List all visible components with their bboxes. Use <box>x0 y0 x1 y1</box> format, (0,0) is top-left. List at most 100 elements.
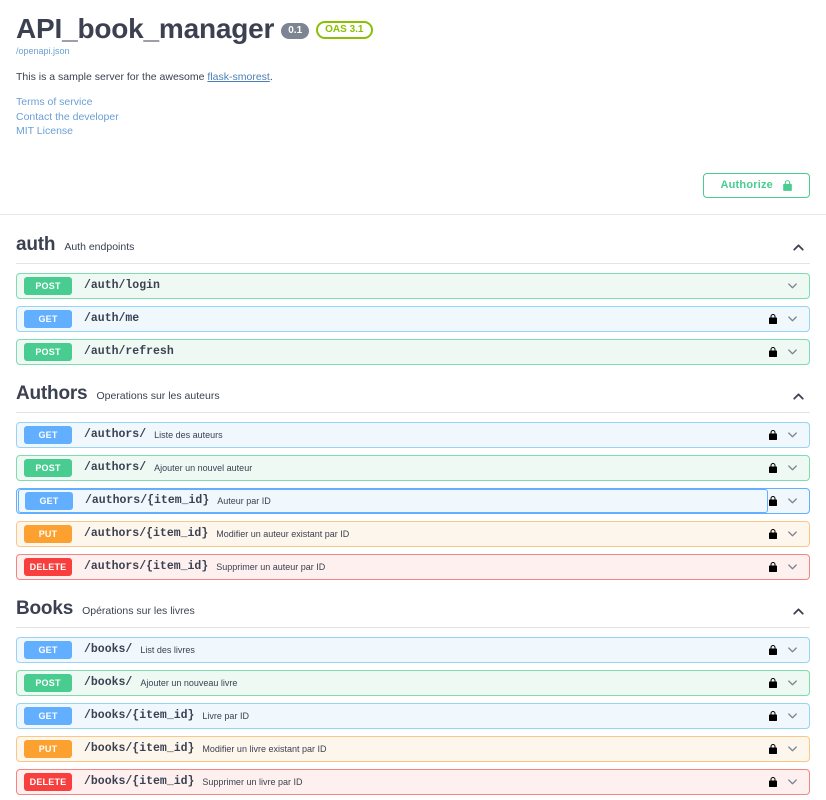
operation-main[interactable]: POST /auth/login <box>18 274 785 298</box>
lock-icon[interactable] <box>768 776 778 788</box>
chevron-down-icon[interactable] <box>785 559 800 574</box>
flask-smorest-link[interactable]: flask-smorest <box>207 71 270 84</box>
lock-icon[interactable] <box>768 462 778 474</box>
chevron-down-icon[interactable] <box>785 642 800 657</box>
operation-controls <box>768 344 809 359</box>
operation-summary: Auteur par ID <box>217 495 271 506</box>
chevron-down-icon[interactable] <box>785 493 800 508</box>
operation-path: /books/{item_id} <box>84 709 195 723</box>
terms-of-service-link[interactable]: Terms of service <box>16 96 93 109</box>
operation-row[interactable]: GET /authors/{item_id} Auteur par ID <box>16 487 810 514</box>
page-title: API_book_manager <box>16 13 275 44</box>
operation-controls <box>785 278 809 293</box>
operation-row[interactable]: POST /authors/ Ajouter un nouvel auteur <box>16 454 810 481</box>
operation-list-books: GET /books/ List des livres <box>16 636 810 795</box>
tag-name-auth: auth <box>16 233 56 255</box>
oas-version-badge: OAS 3.1 <box>316 20 373 40</box>
chevron-up-icon[interactable] <box>790 388 807 405</box>
lock-icon[interactable] <box>768 528 778 540</box>
operation-controls <box>768 526 809 541</box>
lock-icon[interactable] <box>768 677 778 689</box>
operation-row[interactable]: GET /books/ List des livres <box>16 636 810 663</box>
tag-header-auth[interactable]: auth Auth endpoints <box>16 234 810 264</box>
tag-section-authors: Authors Operations sur les auteurs GET /… <box>16 383 810 580</box>
contact-developer-link[interactable]: Contact the developer <box>16 110 119 123</box>
operation-row[interactable]: PUT /books/{item_id} Modifier un livre e… <box>16 735 810 762</box>
tag-name-books: Books <box>16 597 74 619</box>
lock-icon[interactable] <box>768 710 778 722</box>
method-badge: GET <box>25 491 73 510</box>
tag-header-authors[interactable]: Authors Operations sur les auteurs <box>16 383 810 413</box>
operation-row[interactable]: GET /auth/me <box>16 305 810 332</box>
chevron-down-icon[interactable] <box>785 311 800 326</box>
tag-name-authors: Authors <box>16 382 88 404</box>
authorize-button-label: Authorize <box>720 179 773 192</box>
operation-main[interactable]: GET /authors/{item_id} Auteur par ID <box>18 488 768 513</box>
lock-icon <box>782 179 793 192</box>
operation-row[interactable]: DELETE /authors/{item_id} Supprimer un a… <box>16 553 810 580</box>
authorize-button[interactable]: Authorize <box>703 172 810 198</box>
api-info-block: API_book_manager 0.1 OAS 3.1 /openapi.js… <box>0 0 826 139</box>
lock-icon[interactable] <box>768 561 778 573</box>
lock-icon[interactable] <box>768 644 778 656</box>
operation-main[interactable]: POST /authors/ Ajouter un nouvel auteur <box>18 456 768 480</box>
lock-icon[interactable] <box>768 346 778 358</box>
operation-path: /auth/me <box>84 312 140 326</box>
operation-summary: Supprimer un auteur par ID <box>216 561 326 572</box>
operation-controls <box>768 675 809 690</box>
operation-path: /auth/login <box>84 279 160 293</box>
chevron-down-icon[interactable] <box>785 344 800 359</box>
operation-main[interactable]: PUT /authors/{item_id} Modifier un auteu… <box>18 522 768 546</box>
lock-icon[interactable] <box>768 743 778 755</box>
chevron-down-icon[interactable] <box>785 774 800 789</box>
operation-summary: Liste des auteurs <box>154 429 223 440</box>
operation-row[interactable]: PUT /authors/{item_id} Modifier un auteu… <box>16 520 810 547</box>
operation-path: /authors/ <box>84 428 147 442</box>
operation-row[interactable]: POST /auth/refresh <box>16 338 810 365</box>
spec-url[interactable]: /openapi.json <box>16 46 810 56</box>
method-badge: GET <box>24 640 72 659</box>
lock-icon[interactable] <box>768 429 778 441</box>
spec-url-link[interactable]: /openapi.json <box>16 46 70 57</box>
chevron-down-icon[interactable] <box>785 708 800 723</box>
tag-header-books[interactable]: Books Opérations sur les livres <box>16 598 810 628</box>
operation-main[interactable]: DELETE /books/{item_id} Supprimer un liv… <box>18 770 768 794</box>
operation-main[interactable]: DELETE /authors/{item_id} Supprimer un a… <box>18 555 768 579</box>
operation-row[interactable]: GET /authors/ Liste des auteurs <box>16 421 810 448</box>
operation-main[interactable]: GET /books/ List des livres <box>18 638 768 662</box>
chevron-down-icon[interactable] <box>785 460 800 475</box>
operation-row[interactable]: DELETE /books/{item_id} Supprimer un liv… <box>16 768 810 795</box>
operation-path: /auth/refresh <box>84 345 174 359</box>
lock-icon[interactable] <box>768 495 778 507</box>
operation-controls <box>768 774 809 789</box>
operation-summary: Ajouter un nouvel auteur <box>154 462 253 473</box>
lock-icon[interactable] <box>768 313 778 325</box>
chevron-down-icon[interactable] <box>785 675 800 690</box>
method-badge: PUT <box>24 739 72 758</box>
operation-main[interactable]: POST /auth/refresh <box>18 340 768 364</box>
chevron-down-icon[interactable] <box>785 741 800 756</box>
operation-row[interactable]: GET /books/{item_id} Livre par ID <box>16 702 810 729</box>
tag-section-auth: auth Auth endpoints POST /auth/login <box>16 234 810 365</box>
operation-main[interactable]: GET /authors/ Liste des auteurs <box>18 423 768 447</box>
license-link[interactable]: MIT License <box>16 125 73 138</box>
operation-path: /authors/{item_id} <box>84 560 209 574</box>
operation-controls <box>768 708 809 723</box>
method-badge: GET <box>24 309 72 328</box>
method-badge: POST <box>24 673 72 692</box>
operation-main[interactable]: POST /books/ Ajouter un nouveau livre <box>18 671 768 695</box>
api-info-links: Terms of service Contact the developer M… <box>16 95 810 138</box>
operation-main[interactable]: PUT /books/{item_id} Modifier un livre e… <box>18 737 768 761</box>
operation-main[interactable]: GET /auth/me <box>18 307 768 331</box>
tag-description-authors: Operations sur les auteurs <box>96 389 220 402</box>
chevron-down-icon[interactable] <box>785 278 800 293</box>
method-badge: DELETE <box>24 557 72 576</box>
chevron-down-icon[interactable] <box>785 427 800 442</box>
chevron-up-icon[interactable] <box>790 603 807 620</box>
chevron-down-icon[interactable] <box>785 526 800 541</box>
operation-row[interactable]: POST /auth/login <box>16 272 810 299</box>
operation-main[interactable]: GET /books/{item_id} Livre par ID <box>18 704 768 728</box>
api-description-prefix: This is a sample server for the awesome <box>16 71 208 84</box>
chevron-up-icon[interactable] <box>790 239 807 256</box>
operation-row[interactable]: POST /books/ Ajouter un nouveau livre <box>16 669 810 696</box>
